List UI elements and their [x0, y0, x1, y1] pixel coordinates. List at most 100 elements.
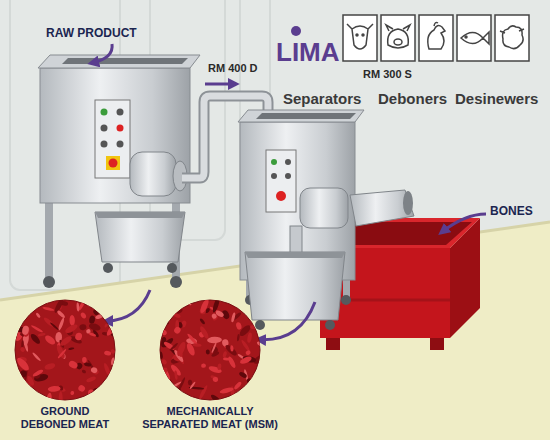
meat-fleck — [172, 298, 181, 305]
deboner-machine-part — [43, 276, 55, 288]
meat-photo — [158, 298, 262, 402]
meat-fleck — [80, 312, 87, 320]
meat-fleck — [188, 380, 192, 385]
separator-machine-part — [300, 188, 348, 228]
separator-machine-part — [245, 252, 345, 258]
meat-fleck — [13, 375, 20, 385]
meat-fleck — [13, 395, 19, 402]
animal-icons-part-part — [457, 15, 491, 61]
brand-logo: LIMA — [276, 38, 340, 68]
meat-fleck — [44, 298, 50, 304]
meat-fleck — [231, 312, 236, 322]
separator-machine-part — [285, 159, 291, 165]
meat-fleck — [245, 350, 251, 356]
raw-product-arrow — [92, 44, 112, 63]
meat-fleck — [198, 384, 209, 400]
meat-fleck — [13, 344, 16, 354]
animal-icons-part-part — [500, 26, 524, 49]
meat-fleck — [19, 369, 28, 378]
meat-fleck — [23, 298, 39, 305]
bones-arrow — [442, 214, 486, 232]
meat-fleck — [174, 399, 187, 402]
meat-fleck — [199, 325, 210, 340]
separator-machine-part — [325, 320, 335, 330]
meat-fleck — [192, 343, 201, 347]
meat-fleck — [87, 303, 96, 306]
meat-fleck — [210, 393, 222, 402]
animal-icons-part-part — [347, 24, 373, 49]
meat-fleck — [166, 298, 170, 309]
deboner-machine-part — [95, 212, 185, 218]
separator-machine-part — [256, 113, 356, 119]
meat-fleck — [222, 351, 227, 358]
animal-icons-part-part — [381, 15, 415, 61]
meat-fleck — [59, 335, 73, 348]
deboner-machine-part — [38, 55, 200, 68]
deboner-machine — [38, 55, 268, 288]
logo-dot — [291, 26, 301, 36]
meat-fleck — [32, 352, 42, 362]
meat-fleck — [97, 392, 105, 402]
bones-container-part — [326, 336, 340, 350]
animal-icons-part-part — [419, 15, 453, 61]
animal-icons-part-part — [465, 36, 467, 38]
meat-fleck — [243, 298, 251, 306]
separator-machine-part — [255, 320, 265, 330]
meat-fleck — [16, 384, 26, 395]
separator-machine-part — [240, 122, 355, 280]
meat-fleck — [82, 357, 87, 363]
machine-model: RM 300 S — [363, 68, 412, 81]
animal-icons — [343, 15, 529, 61]
meat-fleck — [38, 332, 46, 337]
meat-fleck — [219, 386, 234, 394]
meat-fleck — [172, 393, 181, 402]
meat-fleck — [103, 362, 112, 377]
meat-photo-base — [15, 300, 115, 400]
deboner-machine-part — [45, 198, 53, 278]
meat-fleck — [70, 390, 75, 395]
meat-fleck — [13, 371, 19, 382]
meat-fleck — [111, 300, 117, 314]
meat-fleck — [32, 369, 44, 378]
deboner-machine-part — [103, 263, 113, 273]
meat-fleck — [19, 316, 26, 323]
animal-icons-part — [419, 15, 453, 61]
meat-fleck — [158, 317, 166, 331]
deboner-machine-part — [40, 68, 190, 203]
meat-fleck — [90, 366, 98, 373]
meat-fleck — [18, 391, 25, 398]
meat-fleck — [68, 347, 75, 350]
deboner-machine-part — [117, 125, 124, 132]
bones-container-part — [430, 336, 444, 350]
meat-fleck — [88, 322, 101, 332]
meat-fleck — [79, 324, 87, 331]
deboner-machine-part — [101, 141, 108, 148]
meat-fleck — [161, 367, 171, 382]
meat-fleck — [77, 384, 86, 393]
wall-panels — [10, 0, 270, 290]
product-label: GROUND DEBONED MEAT — [15, 405, 115, 430]
meat-fleck — [245, 298, 255, 305]
separator-machine-part — [290, 226, 302, 254]
animal-icons-part-part — [343, 15, 377, 61]
meat-fleck — [100, 391, 111, 402]
meat-fleck — [19, 346, 25, 352]
meat-fleck — [177, 377, 186, 392]
meat-fleck — [87, 389, 95, 399]
animal-icons-part-part — [356, 34, 358, 36]
deboner-machine-part — [106, 156, 120, 170]
meat-fleck — [256, 391, 262, 400]
meat-fleck — [111, 357, 116, 366]
meat-fleck — [175, 341, 187, 357]
machine-model: RM 400 D — [208, 62, 258, 75]
meat-fleck — [187, 396, 195, 402]
meat-fleck — [89, 315, 96, 324]
deboner-machine-part — [101, 109, 108, 116]
input-label: RAW PRODUCT — [46, 27, 137, 41]
meat-fleck — [104, 350, 112, 356]
meat-fleck — [46, 392, 53, 402]
separator-machine-part — [276, 191, 286, 201]
animal-icons-part — [343, 15, 377, 61]
meat-fleck — [56, 310, 66, 319]
